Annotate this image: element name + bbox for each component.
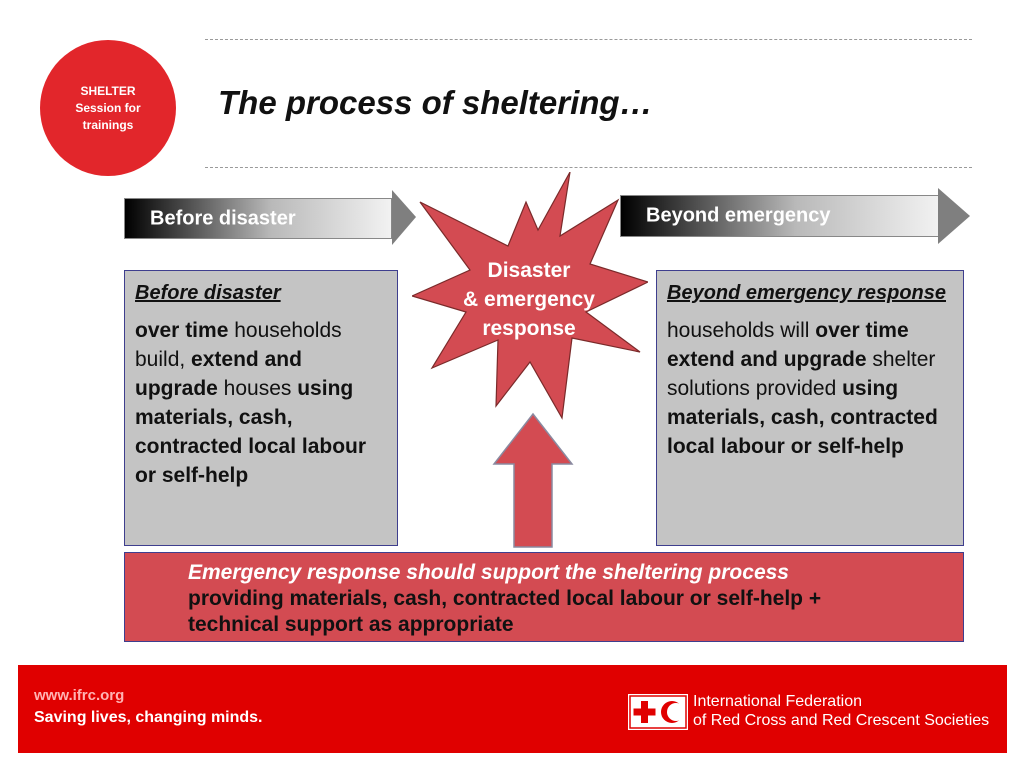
- body-text: households build,: [135, 319, 342, 371]
- panel-heading: Before disaster: [135, 282, 281, 304]
- bottom-divider: [205, 167, 972, 168]
- panel-body: households will over time extend and upg…: [667, 316, 953, 461]
- emphasis-text: using materials, cash, contracted local …: [667, 377, 938, 458]
- slogan: Saving lives, changing minds.: [34, 709, 263, 726]
- before-disaster-label: Before disaster: [150, 207, 296, 230]
- badge-line-1: SHELTER: [80, 83, 136, 98]
- red-cross-red-crescent-logo-icon: [628, 694, 688, 730]
- arrow-head-icon: [938, 188, 970, 244]
- footer-bar: www.ifrc.org Saving lives, changing mind…: [18, 665, 1007, 753]
- emphasis-text: over time: [135, 319, 229, 342]
- body-text: households will: [667, 319, 816, 342]
- slide-title: The process of sheltering…: [218, 84, 653, 121]
- emphasis-text: over time extend and upgrade: [667, 319, 909, 371]
- panel-body: over time households build, extend and u…: [135, 316, 387, 490]
- arrow-head-icon: [392, 190, 416, 245]
- emphasis-text: using materials, cash, contracted local …: [135, 377, 367, 487]
- before-disaster-banner: Before disaster: [124, 190, 416, 245]
- shelter-session-badge: SHELTER Session for trainings: [40, 40, 176, 176]
- badge-line-3: trainings: [82, 117, 134, 132]
- callout-line-3: technical support as appropriate: [188, 613, 514, 636]
- center-line-3: response: [482, 317, 576, 340]
- callout-line-2: providing materials, cash, contracted lo…: [188, 587, 822, 610]
- up-arrow-icon: [492, 412, 574, 548]
- center-line-1: Disaster: [487, 259, 571, 282]
- beyond-emergency-panel: Beyond emergency response households wil…: [656, 270, 964, 546]
- emphasis-text: extend and upgrade: [135, 348, 302, 400]
- top-divider: [205, 39, 972, 40]
- center-line-2: & emergency: [463, 288, 595, 311]
- beyond-emergency-banner: Beyond emergency: [620, 188, 970, 244]
- disaster-response-label: Disaster & emergency response: [440, 256, 618, 343]
- banner-bar: [620, 195, 940, 237]
- beyond-emergency-label: Beyond emergency: [646, 204, 831, 227]
- organization-name-line-1: International Federation: [693, 693, 862, 710]
- organization-name-line-2: of Red Cross and Red Crescent Societies: [693, 712, 990, 729]
- body-text: shelter solutions provided: [667, 348, 936, 400]
- banner-bar: [124, 198, 392, 239]
- explosion-burst-icon: [412, 172, 648, 420]
- before-disaster-panel: Before disaster over time households bui…: [124, 270, 398, 546]
- body-text: houses: [217, 377, 298, 400]
- panel-heading: Beyond emergency response: [667, 282, 946, 304]
- website-link[interactable]: www.ifrc.org: [34, 687, 125, 704]
- emergency-callout: Emergency response should support the sh…: [124, 552, 964, 642]
- callout-line-1: Emergency response should support the sh…: [188, 561, 789, 584]
- badge-line-2: Session for: [75, 100, 141, 115]
